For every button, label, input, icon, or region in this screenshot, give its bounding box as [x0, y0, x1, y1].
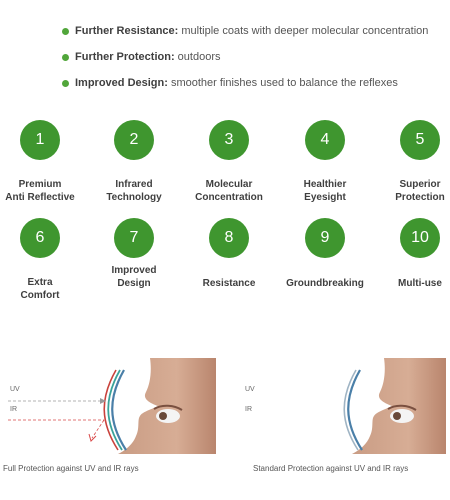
ir-reflected-ray-line — [91, 419, 105, 439]
feature-number-badge: 7 — [114, 218, 154, 258]
bullet-title: Improved Design: — [75, 77, 168, 89]
bullet-text: multiple coats with deeper molecular con… — [178, 25, 429, 37]
eye-iris — [393, 412, 401, 420]
lens-layer-grey — [343, 369, 359, 451]
feature-number-badge: 5 — [400, 120, 440, 160]
bullet-item: Further Resistance: multiple coats with … — [62, 18, 448, 44]
uv-label: UV — [245, 386, 255, 393]
feature-item: 8 Resistance — [184, 218, 274, 290]
bullet-dot-icon — [62, 80, 69, 87]
ir-label: IR — [245, 406, 252, 413]
feature-number-badge: 8 — [209, 218, 249, 258]
lens-layer-blue — [111, 369, 127, 451]
feature-item: 10 Multi-use — [375, 218, 450, 290]
bullet-dot-icon — [62, 54, 69, 61]
eyelid-line — [153, 404, 183, 411]
uv-ray-arrow-icon — [100, 398, 106, 404]
lens-layer-red — [103, 369, 119, 451]
face-profile-shape — [118, 358, 158, 454]
lens-layer-blue — [347, 369, 363, 451]
ir-label: IR — [10, 406, 17, 413]
feature-number-badge: 9 — [305, 218, 345, 258]
full-protection-caption: Full Protection against UV and IR rays — [3, 464, 139, 473]
bullet-item: Further Protection: outdoors — [62, 44, 448, 70]
bullet-text: outdoors — [174, 51, 221, 63]
eye-iris — [159, 412, 167, 420]
ir-ray-arrow-icon — [88, 433, 97, 442]
bullet-item: Improved Design: smoother finishes used … — [62, 70, 448, 96]
bullet-title: Further Protection: — [75, 51, 175, 63]
feature-number-badge: 10 — [400, 218, 440, 258]
feature-bullet-list: Further Resistance: multiple coats with … — [62, 18, 448, 96]
feature-number-badge: 3 — [209, 120, 249, 160]
full-protection-illustration: UV IR — [0, 358, 220, 454]
lens-layer-teal — [107, 369, 123, 451]
feature-number-badge: 1 — [20, 120, 60, 160]
eyelid-line — [387, 404, 417, 411]
bullet-title: Further Resistance: — [75, 25, 179, 37]
face-profile-shape — [352, 358, 392, 454]
feature-label: Groundbreaking — [286, 278, 364, 289]
uv-label: UV — [10, 386, 20, 393]
feature-label: Multi-use — [398, 278, 442, 289]
standard-protection-caption: Standard Protection against UV and IR ra… — [253, 464, 409, 473]
feature-item: 9 Groundbreaking — [280, 218, 370, 290]
feature-label: Resistance — [202, 278, 256, 289]
feature-number-badge: 2 — [114, 120, 154, 160]
feature-number-badge: 4 — [305, 120, 345, 160]
standard-protection-illustration: UV IR — [240, 358, 450, 454]
bullet-dot-icon — [62, 28, 69, 35]
bullet-text: smoother finishes used to balance the re… — [167, 77, 398, 89]
feature-number-badge: 6 — [20, 218, 60, 258]
